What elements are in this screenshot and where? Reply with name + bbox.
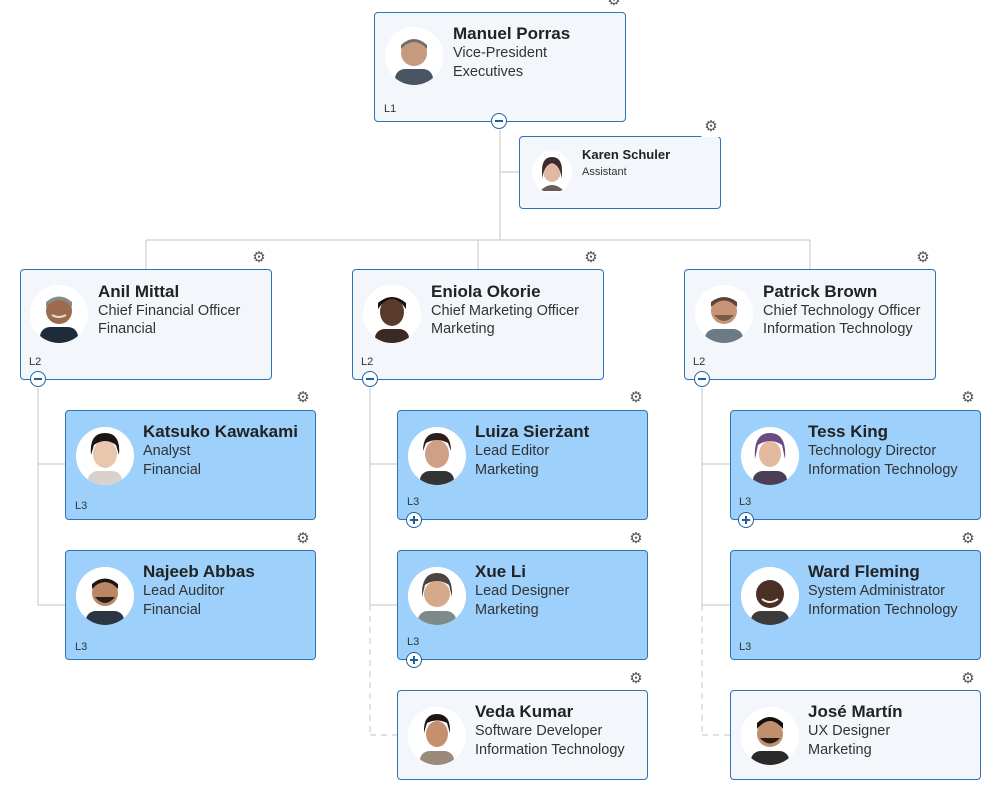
node-department: Financial	[98, 321, 157, 337]
gear-icon[interactable]: ⚙	[580, 246, 602, 268]
node-level: L3	[407, 636, 420, 648]
node-name: Luiza Sierżant	[475, 422, 590, 441]
node-title: Software Developer	[475, 723, 603, 739]
node-title: UX Designer	[808, 723, 891, 739]
gear-icon[interactable]: ⚙	[912, 246, 934, 268]
avatar	[408, 707, 466, 765]
gear-icon[interactable]: ⚙	[957, 667, 979, 689]
node-eniola-okorie[interactable]: Eniola Okorie Chief Marketing Officer Ma…	[352, 269, 604, 380]
node-veda-kumar[interactable]: Veda Kumar Software Developer Informatio…	[397, 690, 648, 780]
node-title: Chief Technology Officer	[763, 303, 921, 319]
node-name: Karen Schuler	[582, 147, 671, 162]
node-department: Marketing	[431, 321, 495, 337]
collapse-toggle-icon[interactable]	[30, 371, 46, 387]
node-department: Marketing	[475, 602, 539, 618]
node-department: Information Technology	[475, 742, 625, 758]
node-katsuko-kawakami[interactable]: Katsuko Kawakami Analyst Financial L3	[65, 410, 316, 520]
node-department: Executives	[453, 64, 524, 80]
node-department: Financial	[143, 462, 202, 478]
gear-icon[interactable]: ⚙	[625, 386, 647, 408]
node-najeeb-abbas[interactable]: Najeeb Abbas Lead Auditor Financial L3	[65, 550, 316, 660]
node-level: L2	[29, 356, 42, 368]
node-title: Technology Director	[808, 443, 937, 459]
node-title: Analyst	[143, 443, 191, 459]
collapse-toggle-icon[interactable]	[491, 113, 507, 129]
node-level: L3	[75, 641, 88, 653]
node-department: Financial	[143, 602, 202, 618]
avatar	[408, 427, 466, 485]
node-name: Xue Li	[475, 562, 527, 581]
avatar	[532, 151, 572, 193]
node-level: L1	[384, 103, 397, 115]
node-name: Najeeb Abbas	[143, 562, 255, 581]
node-name: Anil Mittal	[98, 282, 180, 301]
node-level: L3	[75, 500, 88, 512]
node-name: Eniola Okorie	[431, 282, 541, 301]
node-name: Patrick Brown	[763, 282, 878, 301]
node-manuel-porras[interactable]: Manuel Porras Vice-President Executives …	[374, 12, 626, 122]
node-title: Lead Designer	[475, 583, 570, 599]
collapse-toggle-icon[interactable]	[362, 371, 378, 387]
avatar	[741, 707, 799, 765]
gear-icon[interactable]: ⚙	[700, 115, 722, 137]
node-name: Manuel Porras	[453, 24, 571, 43]
gear-icon[interactable]: ⚙	[957, 527, 979, 549]
node-name: Katsuko Kawakami	[143, 422, 298, 441]
node-title: Lead Auditor	[143, 583, 225, 599]
node-luiza-sierzant[interactable]: Luiza Sierżant Lead Editor Marketing L3	[397, 410, 648, 520]
node-name: Veda Kumar	[475, 702, 574, 721]
node-patrick-brown[interactable]: Patrick Brown Chief Technology Officer I…	[684, 269, 936, 380]
node-karen-schuler[interactable]: Karen Schuler Assistant	[519, 136, 721, 209]
node-ward-fleming[interactable]: Ward Fleming System Administrator Inform…	[730, 550, 981, 660]
node-level: L2	[693, 356, 706, 368]
node-title: Chief Financial Officer	[98, 303, 241, 319]
expand-toggle-icon[interactable]	[406, 652, 422, 668]
node-title: Assistant	[582, 166, 627, 178]
avatar	[76, 427, 134, 485]
node-level: L3	[739, 496, 752, 508]
avatar	[695, 285, 753, 343]
node-jose-martin[interactable]: José Martín UX Designer Marketing	[730, 690, 981, 780]
node-department: Marketing	[475, 462, 539, 478]
avatar	[385, 27, 443, 85]
node-department: Information Technology	[808, 462, 958, 478]
avatar	[741, 567, 799, 625]
gear-icon[interactable]: ⚙	[603, 0, 625, 11]
avatar	[76, 567, 134, 625]
collapse-toggle-icon[interactable]	[694, 371, 710, 387]
node-name: José Martín	[808, 702, 903, 721]
gear-icon[interactable]: ⚙	[625, 667, 647, 689]
node-level: L2	[361, 356, 374, 368]
avatar	[408, 567, 466, 625]
gear-icon[interactable]: ⚙	[292, 527, 314, 549]
avatar	[741, 427, 799, 485]
node-name: Ward Fleming	[808, 562, 920, 581]
expand-toggle-icon[interactable]	[738, 512, 754, 528]
node-department: Marketing	[808, 742, 872, 758]
node-title: Chief Marketing Officer	[431, 303, 580, 319]
node-department: Information Technology	[808, 602, 958, 618]
node-name: Tess King	[808, 422, 888, 441]
node-tess-king[interactable]: Tess King Technology Director Informatio…	[730, 410, 981, 520]
node-department: Information Technology	[763, 321, 913, 337]
node-anil-mittal[interactable]: Anil Mittal Chief Financial Officer Fina…	[20, 269, 272, 380]
gear-icon[interactable]: ⚙	[248, 246, 270, 268]
node-xue-li[interactable]: Xue Li Lead Designer Marketing L3	[397, 550, 648, 660]
avatar	[363, 285, 421, 343]
expand-toggle-icon[interactable]	[406, 512, 422, 528]
node-level: L3	[407, 496, 420, 508]
avatar	[30, 285, 88, 343]
node-title: Lead Editor	[475, 443, 550, 459]
gear-icon[interactable]: ⚙	[957, 386, 979, 408]
node-title: Vice-President	[453, 45, 548, 61]
gear-icon[interactable]: ⚙	[292, 386, 314, 408]
node-title: System Administrator	[808, 583, 945, 599]
gear-icon[interactable]: ⚙	[625, 527, 647, 549]
node-level: L3	[739, 641, 752, 653]
